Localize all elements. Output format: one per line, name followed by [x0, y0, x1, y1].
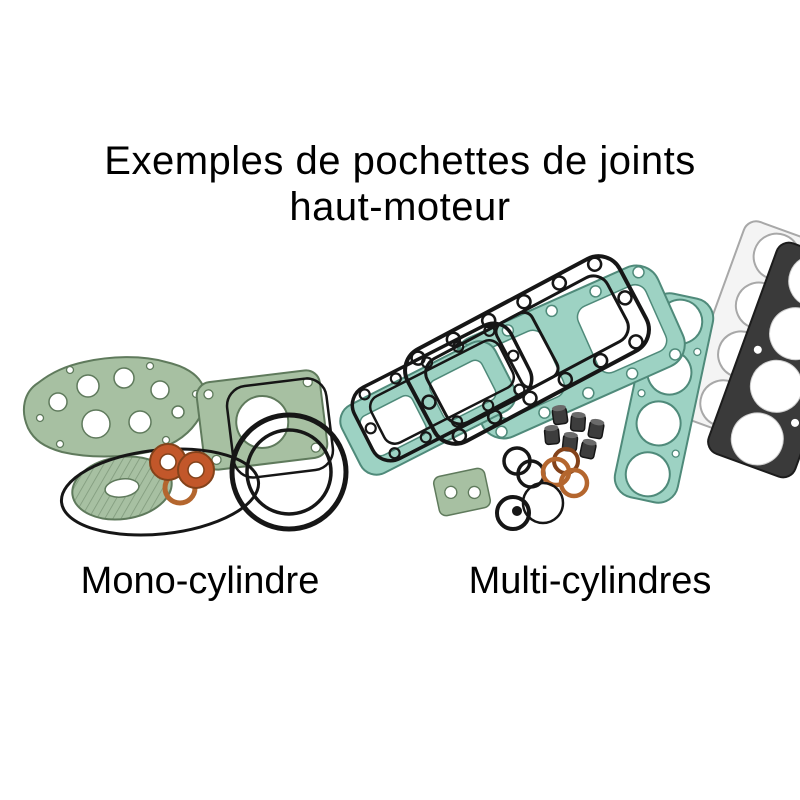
cylinder-base-gasket-icon: [22, 356, 207, 458]
title-line-2: haut-moteur: [289, 185, 511, 229]
valve-cover-gasket-black-icon: [403, 254, 651, 446]
multi-cylinder-gaskets: [339, 220, 800, 531]
label-mono-cylindre: Mono-cylindre: [80, 560, 320, 602]
title-line-1: Exemples de pochettes de joints: [104, 139, 696, 183]
valve-stem-seals-icon: [543, 404, 605, 460]
small-parts: [432, 404, 605, 531]
label-multi-cylindres: Multi-cylindres: [468, 560, 712, 602]
mono-cylinder-gaskets: [22, 356, 349, 537]
square-o-ring-icon: [225, 377, 335, 479]
copper-rings-icon: [540, 447, 590, 499]
double-o-rings-icon: [229, 412, 349, 532]
small-green-gasket-icon: [432, 467, 492, 517]
hatched-oval-gasket-icon: [71, 455, 173, 521]
oil-seal-icon: [495, 481, 565, 531]
page-title: Exemples de pochettes de joints haut-mot…: [0, 138, 800, 230]
small-o-rings-icon: [502, 446, 546, 489]
copper-washers-icon: [149, 443, 215, 506]
dark-head-gasket-icon: [707, 241, 800, 479]
